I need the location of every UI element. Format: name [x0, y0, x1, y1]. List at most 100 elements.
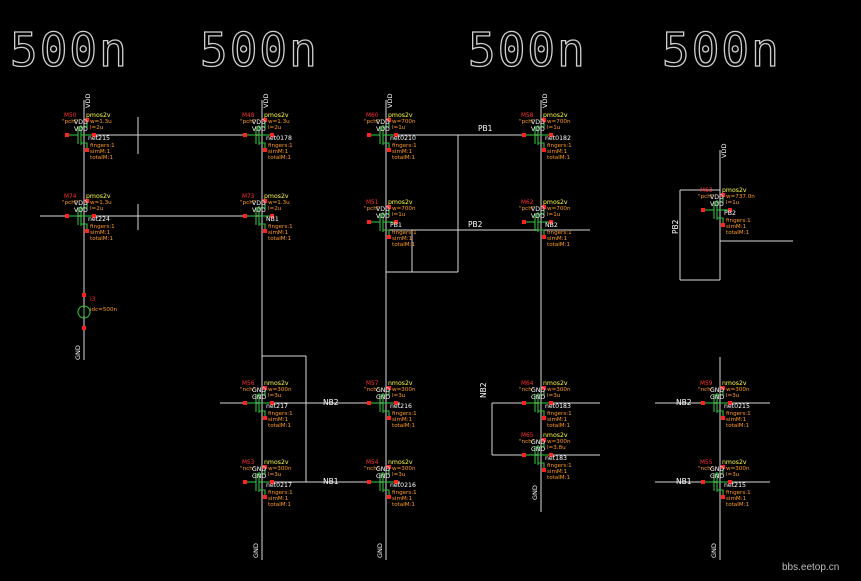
length-param: l=3u	[392, 472, 406, 478]
source-terminal: GND	[710, 387, 724, 394]
totalm-param: totalM:1	[392, 155, 416, 161]
totalm-param: totalM:1	[547, 423, 571, 429]
cell-name: nmos2v	[264, 459, 289, 466]
length-param: l=1u	[547, 125, 561, 131]
model-name: "pch"	[240, 119, 256, 125]
length-param: l=3u	[547, 393, 561, 399]
model-name: "nch"	[364, 466, 380, 472]
net-terminal: net0183	[545, 403, 571, 410]
cell-name: pmos2v	[264, 193, 289, 200]
net-terminal: net0178	[266, 135, 292, 142]
gnd-rail-1: GND	[74, 345, 82, 360]
instance-name: M63	[700, 188, 713, 194]
net-label-nb2: NB2	[323, 398, 339, 407]
length-param: l=1u	[392, 212, 406, 218]
simm-param: simM:1	[726, 417, 747, 423]
model-name: "nch"	[519, 439, 535, 445]
model-name: "pch"	[698, 194, 714, 200]
instance-name: M56	[242, 381, 255, 387]
instance-name: M51	[366, 200, 379, 206]
bulk-terminal: GND	[252, 394, 266, 401]
length-param: l=3u	[726, 393, 740, 399]
simm-param: simM:1	[268, 417, 289, 423]
source-terminal: VDD	[710, 194, 724, 201]
current-source-i3[interactable]: I3 idc=500n	[77, 293, 118, 330]
simm-param: simM:1	[268, 149, 289, 155]
fingers-param: fingers:1	[90, 143, 115, 149]
fingers-param: fingers:1	[268, 224, 293, 230]
totalm-param: totalM:1	[547, 475, 571, 481]
width-param: w=700n	[547, 119, 571, 125]
bulk-terminal: VDD	[531, 213, 545, 220]
source-terminal: VDD	[531, 119, 545, 126]
source-terminal: VDD	[252, 200, 266, 207]
width-param: w=700n	[392, 206, 416, 212]
length-param: l=1u	[547, 212, 561, 218]
length-param: l=2u	[90, 125, 104, 131]
net-terminal: net217	[266, 403, 288, 410]
model-name: "nch"	[240, 387, 256, 393]
net-terminal: net224	[88, 216, 110, 223]
simm-param: simM:1	[547, 469, 568, 475]
bulk-terminal: GND	[710, 473, 724, 480]
cell-name: pmos2v	[264, 112, 289, 119]
cell-name: nmos2v	[388, 459, 413, 466]
bulk-terminal: GND	[376, 394, 390, 401]
model-name: "pch"	[364, 206, 380, 212]
fingers-param: fingers:1	[392, 143, 417, 149]
model-name: "pch"	[240, 200, 256, 206]
source-terminal: VDD	[531, 206, 545, 213]
instance-name: M64	[521, 381, 534, 387]
net-label-pb2: PB2	[468, 220, 483, 229]
net-terminal: net0217	[266, 482, 292, 489]
cell-name: pmos2v	[388, 112, 413, 119]
vdd-rail-5: VDD	[720, 144, 728, 158]
width-param: w=737.0n	[726, 194, 755, 200]
bulk-terminal: VDD	[710, 201, 724, 208]
length-param: l=3u	[392, 393, 406, 399]
fingers-param: fingers:1	[726, 490, 751, 496]
heading-3: 500n	[468, 23, 587, 77]
gnd-rail-3: GND	[376, 543, 384, 558]
model-name: "nch"	[240, 466, 256, 472]
width-param: w=300n	[547, 387, 571, 393]
instance-name: M48	[242, 113, 255, 119]
bulk-terminal: GND	[710, 394, 724, 401]
source-terminal: GND	[252, 466, 266, 473]
net-label-pb2-vertical: PB2	[671, 219, 680, 234]
length-param: l=1u	[726, 200, 740, 206]
cell-name: pmos2v	[543, 112, 568, 119]
width-param: w=300n	[547, 439, 571, 445]
simm-param: simM:1	[547, 236, 568, 242]
bulk-terminal: VDD	[376, 126, 390, 133]
length-param: l=3u	[726, 472, 740, 478]
totalm-param: totalM:1	[392, 242, 416, 248]
width-param: w=1.3u	[268, 200, 290, 206]
source-terminal: GND	[531, 387, 545, 394]
simm-param: simM:1	[726, 496, 747, 502]
length-param: l=3u	[268, 393, 282, 399]
rail-labels: VDD VDD VDD VDD VDD GND GND GND GND GND	[74, 94, 728, 558]
instance-name: M57	[366, 381, 379, 387]
fingers-param: fingers:1	[547, 143, 572, 149]
